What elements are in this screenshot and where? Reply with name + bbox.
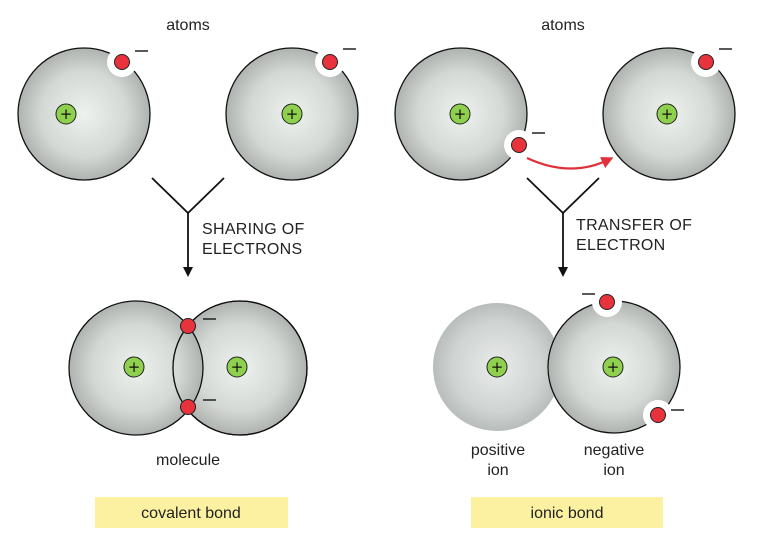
covalent-bond-box	[95, 497, 288, 528]
process-label-right-2: ELECTRON	[576, 237, 666, 254]
atoms-label-right: atoms	[541, 17, 585, 34]
merge-arrow-left	[151, 177, 225, 277]
positive-ion-label-1: positive	[471, 442, 525, 459]
nucleus-sign: +	[60, 105, 73, 123]
atoms-label-left: atoms	[166, 17, 210, 34]
nucleus-sign: +	[454, 105, 467, 123]
ionic-bond-box	[471, 497, 663, 528]
positive-ion-label-2: ion	[487, 462, 508, 479]
process-label-left-2: ELECTRONS	[202, 241, 303, 258]
negative-ion: +	[547, 287, 684, 434]
nucleus-sign: +	[661, 105, 674, 123]
nucleus: +	[226, 356, 248, 378]
nucleus: +	[602, 356, 624, 378]
positive-ion: +	[433, 303, 561, 431]
ionic-panel: atoms + +	[394, 17, 736, 528]
nucleus-sign: +	[128, 358, 141, 376]
nucleus: +	[656, 103, 678, 125]
electron	[599, 294, 615, 310]
electron	[698, 54, 714, 70]
molecule-label: molecule	[156, 452, 220, 469]
merge-arrow-right	[526, 177, 600, 277]
covalent-bond-label: covalent bond	[141, 505, 241, 522]
nucleus-sign: +	[607, 358, 620, 376]
nucleus: +	[486, 356, 508, 378]
nucleus-sign: +	[286, 105, 299, 123]
negative-ion-label-2: ion	[603, 462, 624, 479]
electron	[650, 407, 666, 423]
electron	[511, 137, 527, 153]
nucleus-sign: +	[231, 358, 244, 376]
atom-right-1: +	[394, 47, 545, 181]
atom-body	[17, 47, 151, 181]
process-label-left-1: SHARING OF	[202, 221, 305, 238]
shared-electron-bottom	[180, 399, 196, 415]
atom-right-2: +	[602, 47, 736, 181]
electron	[114, 54, 130, 70]
process-label-right-1: TRANSFER OF	[576, 217, 692, 234]
nucleus: +	[123, 356, 145, 378]
electron	[322, 54, 338, 70]
covalent-panel: atoms + + SHARIN	[17, 17, 359, 528]
electron-transfer-arrow	[526, 157, 614, 170]
nucleus: +	[449, 103, 471, 125]
nucleus: +	[281, 103, 303, 125]
ionic-bond-label: ionic bond	[531, 505, 604, 522]
shared-electron-top	[180, 318, 196, 334]
molecule: + +	[68, 300, 308, 436]
nucleus-sign: +	[491, 358, 504, 376]
atom-left-2: +	[225, 47, 359, 181]
negative-ion-label-1: negative	[584, 442, 645, 459]
atom-left-1: +	[17, 47, 151, 181]
nucleus: +	[55, 103, 77, 125]
